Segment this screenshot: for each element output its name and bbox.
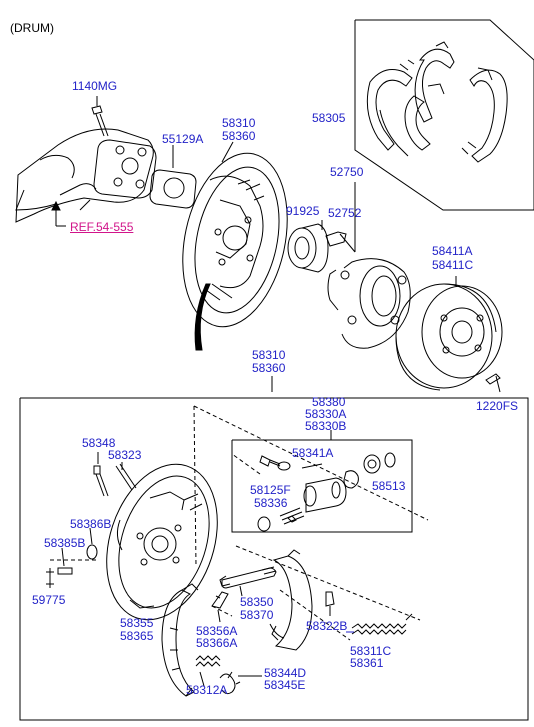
wheel-cylinder-box-outline <box>231 439 413 533</box>
part-label-52750[interactable]: 52750 <box>330 165 364 179</box>
part-label-58305[interactable]: 58305 <box>312 111 346 125</box>
ref-arrow <box>51 200 66 227</box>
part-label-58411c[interactable]: 58411C <box>432 258 474 272</box>
part-label-58385b[interactable]: 58385B <box>44 536 86 550</box>
part-label-58341a[interactable]: 58341A <box>292 446 334 460</box>
part-label-58330b[interactable]: 58330B <box>305 419 347 433</box>
gasket-55129a-drawing <box>149 145 197 209</box>
adjuster-58350-drawing <box>219 566 277 597</box>
pin-58323-drawing <box>115 462 137 491</box>
part-label-58360-mid[interactable]: 58360 <box>252 361 286 375</box>
part-label-58350[interactable]: 58350 <box>240 595 274 609</box>
ref-link[interactable]: REF.54-555 <box>70 220 134 234</box>
screw-1220fs-drawing <box>485 373 501 393</box>
hub-bearing-drawing <box>287 182 411 349</box>
shoe-58355-drawing <box>161 583 199 697</box>
part-label-58330a[interactable]: 58330A <box>305 407 347 421</box>
part-label-58322b[interactable]: 58322B <box>306 619 348 633</box>
part-label-52752[interactable]: 52752 <box>328 206 362 220</box>
bolt-1140mg-drawing <box>91 96 109 137</box>
knuckle-drawing <box>15 128 157 223</box>
part-label-58513[interactable]: 58513 <box>372 479 406 493</box>
part-label-58411a[interactable]: 58411A <box>432 244 473 258</box>
spring-58311c-drawing <box>346 613 413 635</box>
bolt-58348-drawing <box>93 452 109 497</box>
kit-box-outline <box>354 19 534 211</box>
backing-plate-lower-drawing <box>106 463 218 621</box>
part-label-58310-top[interactable]: 58310 <box>222 116 256 130</box>
lower-assembly-box-outline <box>19 397 529 721</box>
part-label-58323[interactable]: 58323 <box>108 448 142 462</box>
part-label-58125f[interactable]: 58125F <box>250 483 291 497</box>
pin-59775-drawing <box>46 568 54 588</box>
part-label-58365[interactable]: 58365 <box>120 629 154 643</box>
part-label-58380[interactable]: 58380 <box>312 395 346 409</box>
plug-58386b-drawing <box>86 527 98 560</box>
part-label-58360-top[interactable]: 58360 <box>222 129 256 143</box>
part-label-59775[interactable]: 59775 <box>32 593 66 607</box>
part-label-58370[interactable]: 58370 <box>240 608 274 622</box>
clip-58385b-drawing <box>57 547 73 575</box>
part-label-58361[interactable]: 58361 <box>350 656 384 670</box>
wheel-cylinder-drawing <box>257 452 396 532</box>
part-label-1140mg[interactable]: 1140MG <box>72 79 118 93</box>
backing-plate-top-drawing <box>182 141 288 328</box>
shoe-58322b-drawing <box>269 549 335 651</box>
part-label-58356a[interactable]: 58356A <box>196 624 238 638</box>
lever-58356a-drawing <box>211 591 229 623</box>
brake-shoe-kit-drawing <box>366 41 508 163</box>
part-label-58312a[interactable]: 58312A <box>186 683 228 697</box>
diagram-title: (DRUM) <box>10 21 54 35</box>
part-label-1220fs[interactable]: 1220FS <box>476 399 519 413</box>
part-label-58348[interactable]: 58348 <box>82 436 116 450</box>
part-label-58366a[interactable]: 58366A <box>196 636 238 650</box>
part-label-58336[interactable]: 58336 <box>254 496 288 510</box>
part-label-58345e[interactable]: 58345E <box>264 678 306 692</box>
part-label-58355[interactable]: 58355 <box>120 616 154 630</box>
drum-58411a-drawing <box>395 276 503 391</box>
part-label-58311c[interactable]: 58311C <box>350 644 392 658</box>
spring-58344d-drawing <box>195 655 262 695</box>
part-label-55129a[interactable]: 55129A <box>162 132 204 146</box>
part-label-58310-mid[interactable]: 58310 <box>252 348 286 362</box>
assembly-arrow <box>194 283 211 351</box>
part-label-58344d[interactable]: 58344D <box>264 666 307 680</box>
part-label-91925[interactable]: 91925 <box>286 204 320 218</box>
part-label-58386b[interactable]: 58386B <box>70 517 112 531</box>
